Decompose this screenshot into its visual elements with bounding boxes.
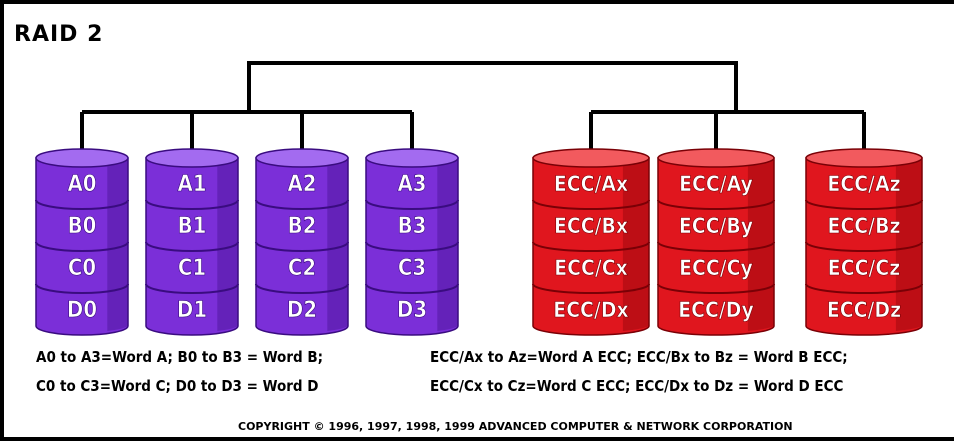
main-bus-line — [247, 61, 738, 112]
ecc-disk-top — [657, 148, 775, 168]
data-disk-body — [35, 157, 129, 336]
data-caption-line-2: C0 to C3=Word C; D0 to D3 = Word D — [36, 377, 319, 395]
data-block-label: A3 — [397, 172, 426, 197]
data-platter-edge — [35, 199, 129, 210]
data-disk-top — [255, 148, 349, 168]
ecc-block-label: ECC/Cy — [679, 256, 753, 280]
ecc-platter-edge — [805, 241, 923, 252]
ecc-block-label: ECC/Cz — [828, 256, 900, 280]
data-platter-edge — [255, 283, 349, 294]
ecc-platter-edge — [805, 199, 923, 210]
data-block-label: D0 — [67, 298, 97, 323]
data-block-label: B2 — [288, 214, 317, 239]
ecc-disk-body — [532, 157, 650, 336]
ecc-block-label: ECC/Bx — [554, 214, 628, 238]
data-block-label: C3 — [398, 256, 426, 281]
data-platter-edge — [145, 241, 239, 252]
controller-bus — [80, 61, 866, 158]
data-disk-body — [365, 157, 459, 336]
data-block-label: C1 — [178, 256, 206, 281]
ecc-block-label: ECC/Dz — [827, 298, 901, 322]
ecc-caption-line-1: ECC/Ax to Az=Word A ECC; ECC/Bx to Bz = … — [430, 348, 848, 366]
ecc-disk-body — [657, 157, 775, 336]
data-block-label: C2 — [288, 256, 316, 281]
data-block-label: A1 — [177, 172, 206, 197]
data-disk-top — [365, 148, 459, 168]
data-block-label: A2 — [287, 172, 316, 197]
data-platter-edge — [145, 283, 239, 294]
ecc-platter-edge — [532, 199, 650, 210]
ecc-platter-edge — [657, 283, 775, 294]
ecc-disk-top — [532, 148, 650, 168]
data-disk-top — [35, 148, 129, 168]
data-disk-body — [255, 157, 349, 336]
disk-array: A0B0C0D0A1B1C1D1A2B2C2D2A3B3C3D3ECC/AxEC… — [35, 148, 923, 336]
data-platter-edge — [255, 199, 349, 210]
ecc-platter-edge — [532, 283, 650, 294]
ecc-block-label: ECC/Dx — [553, 298, 628, 322]
data-disk-top — [145, 148, 239, 168]
copyright-notice: COPYRIGHT © 1996, 1997, 1998, 1999 ADVAN… — [238, 420, 793, 433]
data-platter-edge — [35, 283, 129, 294]
data-block-label: D1 — [177, 298, 207, 323]
ecc-disk-body — [805, 157, 923, 336]
data-block-label: A0 — [67, 172, 96, 197]
data-platter-edge — [35, 241, 129, 252]
ecc-platter-edge — [657, 199, 775, 210]
ecc-disk-top — [805, 148, 923, 168]
data-platter-edge — [255, 241, 349, 252]
ecc-block-label: ECC/By — [679, 214, 753, 238]
data-disk-body — [145, 157, 239, 336]
data-block-label: B3 — [398, 214, 427, 239]
data-block-label: D3 — [397, 298, 427, 323]
data-platter-edge — [145, 199, 239, 210]
data-platter-edge — [365, 199, 459, 210]
diagram-title: RAID 2 — [14, 22, 104, 47]
ecc-caption-line-2: ECC/Cx to Cz=Word C ECC; ECC/Dx to Dz = … — [430, 377, 844, 395]
ecc-platter-edge — [657, 241, 775, 252]
ecc-platter-edge — [532, 241, 650, 252]
data-block-label: B0 — [68, 214, 97, 239]
data-platter-edge — [365, 283, 459, 294]
ecc-block-label: ECC/Ax — [554, 172, 628, 196]
ecc-block-label: ECC/Ay — [679, 172, 753, 196]
data-caption-line-1: A0 to A3=Word A; B0 to B3 = Word B; — [36, 348, 324, 366]
ecc-block-label: ECC/Cx — [554, 256, 628, 280]
data-block-label: D2 — [287, 298, 317, 323]
ecc-block-label: ECC/Bz — [828, 214, 901, 238]
data-block-label: B1 — [178, 214, 207, 239]
data-platter-edge — [365, 241, 459, 252]
ecc-platter-edge — [805, 283, 923, 294]
ecc-block-label: ECC/Az — [827, 172, 900, 196]
data-block-label: C0 — [68, 256, 96, 281]
ecc-block-label: ECC/Dy — [678, 298, 754, 322]
